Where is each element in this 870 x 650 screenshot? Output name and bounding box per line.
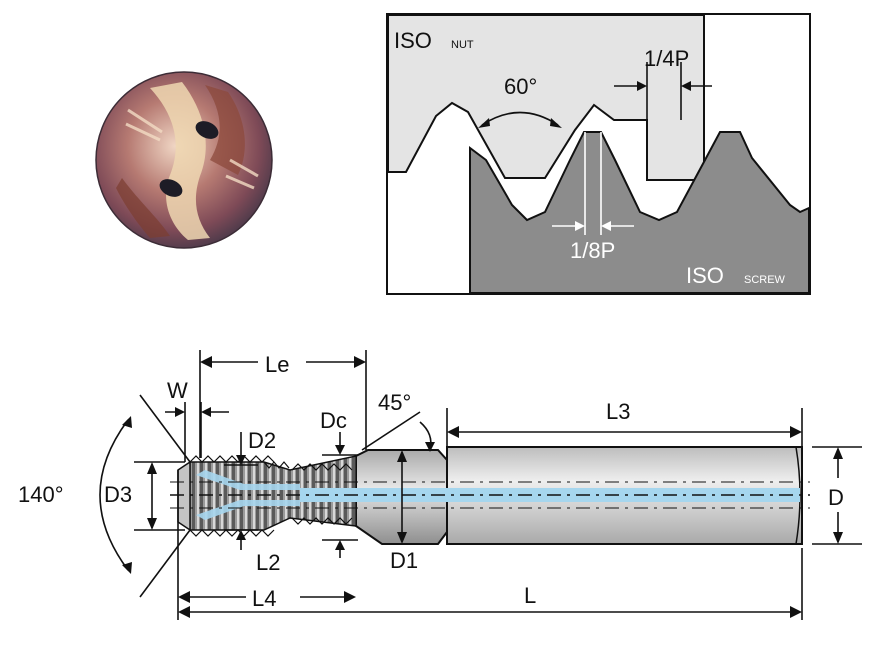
point-angle-label: 140° bbox=[18, 482, 64, 507]
thread-profile-panel: ISO NUT ISO SCREW 60° 1/4P 1/8P bbox=[386, 13, 811, 295]
root-label: 1/8P bbox=[570, 238, 615, 263]
crest-label: 1/4P bbox=[644, 46, 689, 71]
screw-profile bbox=[469, 131, 810, 294]
d3-label: D3 bbox=[104, 482, 132, 507]
l3-label: L3 bbox=[606, 399, 630, 424]
w-label: W bbox=[167, 378, 188, 403]
d-label: D bbox=[828, 485, 844, 510]
le-label: Le bbox=[265, 352, 289, 377]
nut-subscript: NUT bbox=[451, 39, 474, 51]
l2-label: L2 bbox=[256, 550, 280, 575]
chamfer-angle-label: 45° bbox=[378, 390, 411, 415]
nut-label: ISO bbox=[394, 28, 432, 53]
dc-label: Dc bbox=[320, 408, 347, 433]
l-label: L bbox=[524, 583, 536, 608]
nut-profile bbox=[387, 14, 705, 181]
tool-end-photo bbox=[95, 71, 273, 249]
tool-drawing: Le W Dc 45° L3 D2 bbox=[18, 350, 862, 620]
angle-label: 60° bbox=[504, 74, 537, 99]
screw-label: ISO bbox=[686, 263, 724, 288]
d1-label: D1 bbox=[390, 548, 418, 573]
d2-label: D2 bbox=[248, 428, 276, 453]
l4-label: L4 bbox=[252, 586, 276, 611]
screw-subscript: SCREW bbox=[744, 274, 786, 286]
